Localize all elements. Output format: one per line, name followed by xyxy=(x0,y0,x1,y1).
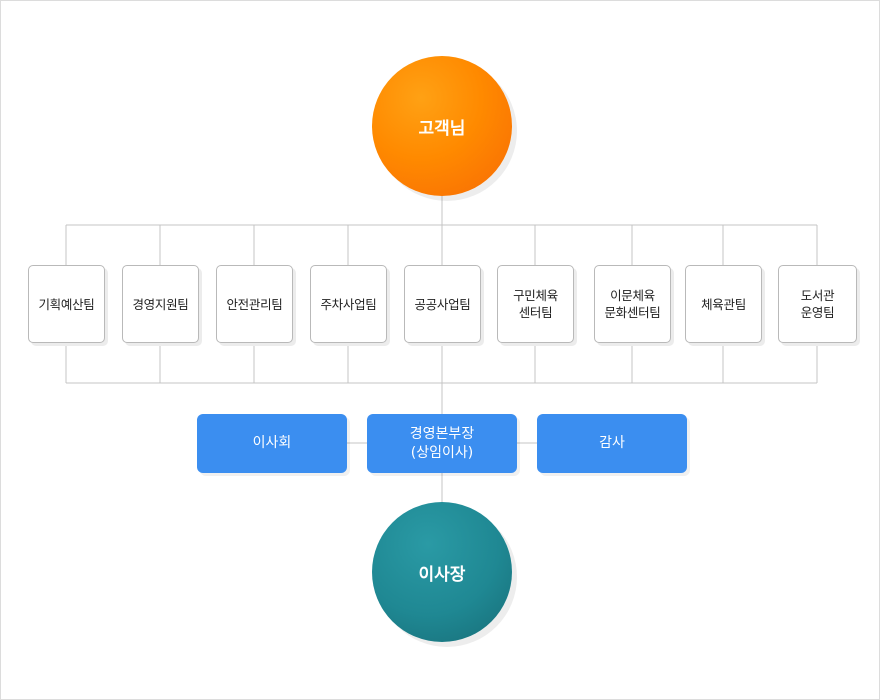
team-imun-sports-culture-center: 이문체육 문화센터팀 xyxy=(594,265,671,343)
team-gymnasium: 체육관팀 xyxy=(685,265,762,343)
team-district-sports-center: 구민체육 센터팀 xyxy=(497,265,574,343)
team-parking-business: 주차사업팀 xyxy=(310,265,387,343)
auditor-box: 감사 xyxy=(537,414,687,473)
team-management-support: 경영지원팀 xyxy=(122,265,199,343)
board-of-directors-box: 이사회 xyxy=(197,414,347,473)
team-library-operation: 도서관 운영팀 xyxy=(778,265,857,343)
team-public-business: 공공사업팀 xyxy=(404,265,481,343)
customer-node: 고객님 xyxy=(372,56,512,196)
team-safety-management: 안전관리팀 xyxy=(216,265,293,343)
chairman-node: 이사장 xyxy=(372,502,512,642)
team-planning-budget: 기획예산팀 xyxy=(28,265,105,343)
executive-director-box: 경영본부장 (상임이사) xyxy=(367,414,517,473)
